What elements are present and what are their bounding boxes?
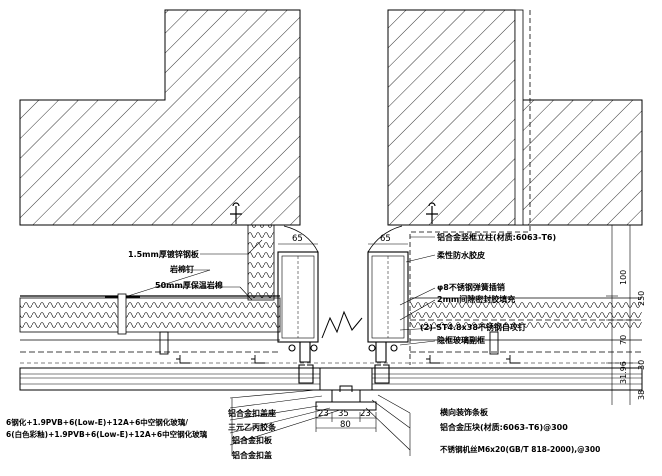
dim-250: 250 (637, 291, 646, 306)
flexible-membrane (321, 310, 363, 339)
dim-lines (278, 224, 636, 432)
sub-frame-lines (20, 339, 642, 364)
label-pressure-plate: 铝合金扣板 (232, 435, 273, 445)
label-galv-plate: 1.5mm厚镀锌钢板 (128, 249, 200, 259)
dim-38: 38 (637, 390, 646, 400)
label-anchor-nail: 岩棉钉 (169, 264, 194, 274)
membrane-drapes (283, 225, 403, 253)
wool-anchor-pin (105, 293, 140, 335)
label-screw: (2)-ST4.8x38不锈钢自攻钉 (420, 322, 526, 332)
joint-cover (315, 367, 377, 411)
dim-30: 30 (637, 360, 646, 370)
concrete-left (19, 9, 301, 226)
dim-23b: 23 (360, 409, 371, 419)
leader-lines (127, 236, 436, 456)
dim-80: 80 (340, 420, 351, 430)
insulation-layer (19, 297, 642, 333)
label-press-bar: 铝合金压块(材质:6063-T6)@300 (440, 422, 568, 432)
label-cover-base: 铝合金扣盖座 (228, 408, 276, 418)
label-glass-glue: 隐框玻璃副框 (437, 335, 485, 345)
dim-100: 100 (619, 270, 628, 285)
dim-31: 31.96 (619, 361, 628, 384)
concrete-right (387, 9, 643, 226)
dim-23a: 23 (318, 409, 329, 419)
label-glass-spec-1: 6钢化+1.9PVB+6(Low-E)+12A+6中空钢化玻璃/ (6, 417, 188, 427)
anchor-right (426, 202, 438, 224)
label-glass-spec-2: 6(白色彩釉)+1.9PVB+6(Low-E)+12A+6中空钢化玻璃 (6, 429, 208, 439)
galv-steel-plate (20, 295, 642, 321)
label-steel-bar: φ8不锈钢弹簧插销 (437, 282, 505, 292)
anchor-left (230, 202, 242, 224)
sub-frame-clips (159, 331, 520, 364)
label-bolt: 不锈钢机丝M6x20(GB/T 818-2000),@300 (440, 444, 600, 454)
dim-65-left: 65 (292, 234, 303, 244)
label-cover-cap: 铝合金扣盖 (232, 450, 272, 460)
label-rock-wool: 50mm厚保温岩棉 (155, 280, 223, 290)
glass-panel-right (371, 367, 643, 391)
dim-35: 35 (338, 409, 349, 419)
label-mullion: 铝合金竖框立柱(材质:6063-T6) (437, 232, 556, 242)
dim-70: 70 (619, 335, 628, 345)
label-epdm-strip: 三元乙丙胶条 (228, 422, 277, 432)
fire-stop-wool (247, 224, 275, 301)
dim-65-right: 65 (380, 234, 391, 244)
label-waterproof: 柔性防水胶皮 (436, 250, 485, 260)
label-sealant-gap: 2mm间隙密封胶填充 (437, 294, 515, 304)
mullion-right (367, 251, 409, 384)
glass-panel-left (19, 367, 321, 391)
label-deco-strip: 横向装饰条板 (440, 407, 489, 417)
mullion-left (277, 251, 319, 384)
